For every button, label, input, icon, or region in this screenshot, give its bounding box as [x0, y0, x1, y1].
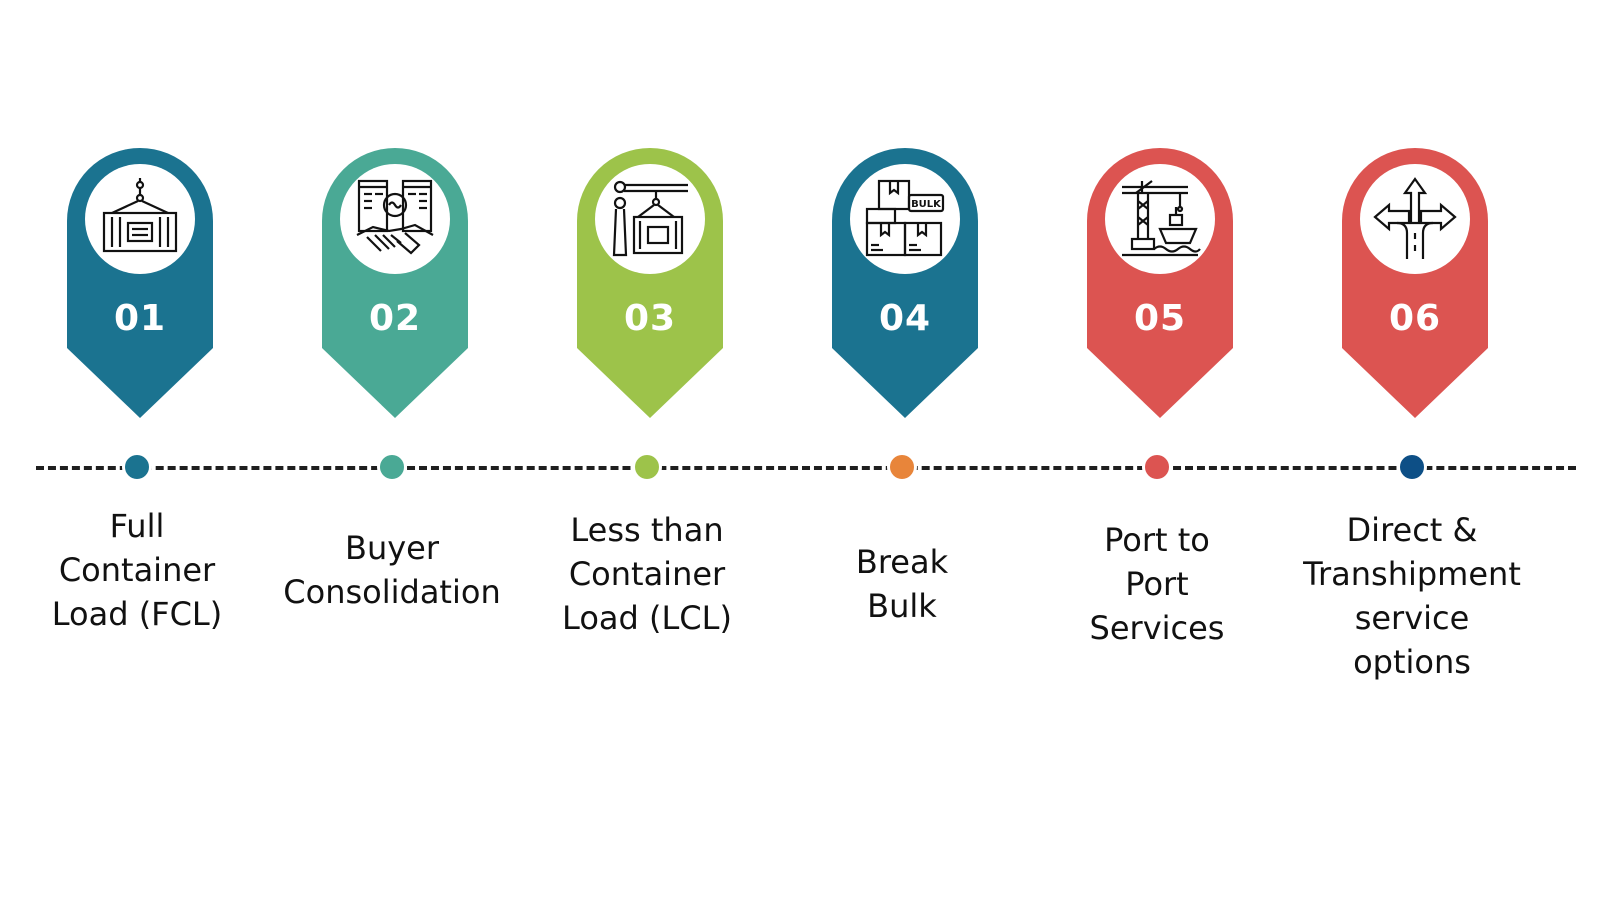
pin-marker: BULK 04 [832, 148, 978, 424]
bulk-tag-text: BULK [911, 199, 942, 210]
pin-marker: 02 [322, 148, 468, 424]
label-line: Consolidation [283, 573, 501, 611]
label-line: Container [568, 555, 726, 593]
step-label: Full Container Load (FCL) [6, 504, 268, 636]
step-label: Less than Container Load (LCL) [516, 508, 778, 640]
timeline-dot [1397, 452, 1427, 482]
timeline-dot [1142, 452, 1172, 482]
label-line: Direct & [1346, 511, 1478, 549]
timeline-dot [887, 452, 917, 482]
label-line: options [1353, 643, 1471, 681]
label-line: Container [58, 551, 216, 589]
step-number: 02 [368, 298, 422, 339]
label-line: Full [109, 507, 165, 545]
label-line: Port [1125, 565, 1189, 603]
icon-badge [1360, 164, 1470, 274]
label-line: service [1354, 599, 1470, 637]
step-label: Port to Port Services [1026, 518, 1288, 650]
dashed-timeline [36, 466, 1576, 470]
step-label: Buyer Consolidation [261, 526, 523, 614]
pin-marker: 06 [1342, 148, 1488, 424]
step-4: BULK 04 Break Bulk [771, 0, 1031, 898]
shipping-container-icon [102, 178, 178, 253]
timeline-dot [632, 452, 662, 482]
pin-marker: 01 [67, 148, 213, 424]
step-2: 02 Buyer Consolidation [261, 0, 521, 898]
step-label: Break Bulk [771, 540, 1033, 628]
label-line: Transhipment [1303, 555, 1521, 593]
timeline-dot [377, 452, 407, 482]
step-1: 01 Full Container Load (FCL) [6, 0, 266, 898]
step-5: 05 Port to Port Services [1026, 0, 1286, 898]
icon-badge [1105, 164, 1215, 274]
step-number: 03 [623, 298, 677, 339]
step-number: 04 [878, 298, 932, 339]
label-line: Load (LCL) [562, 599, 732, 637]
step-6: 06 Direct & Transhipment service options [1281, 0, 1541, 898]
pin-marker: 03 [577, 148, 723, 424]
step-number: 01 [113, 298, 167, 339]
handshake-buildings-icon [356, 179, 434, 255]
label-line: Port to [1104, 521, 1210, 559]
label-line: Buyer [344, 529, 439, 567]
bulk-boxes-icon: BULK [865, 179, 945, 257]
crane-container-icon [612, 180, 688, 257]
step-number: 06 [1388, 298, 1442, 339]
label-line: Break [855, 543, 949, 581]
step-label: Direct & Transhipment service options [1281, 508, 1543, 684]
label-line: Load (FCL) [51, 595, 223, 633]
step-number: 05 [1133, 298, 1187, 339]
label-line: Less than [570, 511, 724, 549]
icon-badge [85, 164, 195, 274]
pin-marker: 05 [1087, 148, 1233, 424]
split-road-arrows-icon [1373, 177, 1457, 259]
icon-badge [340, 164, 450, 274]
label-line: Services [1089, 609, 1225, 647]
timeline-dot [122, 452, 152, 482]
label-line: Bulk [867, 587, 937, 625]
icon-badge: BULK [850, 164, 960, 274]
port-ship-crane-icon [1122, 180, 1201, 257]
icon-badge [595, 164, 705, 274]
step-3: 03 Less than Container Load (LCL) [516, 0, 776, 898]
